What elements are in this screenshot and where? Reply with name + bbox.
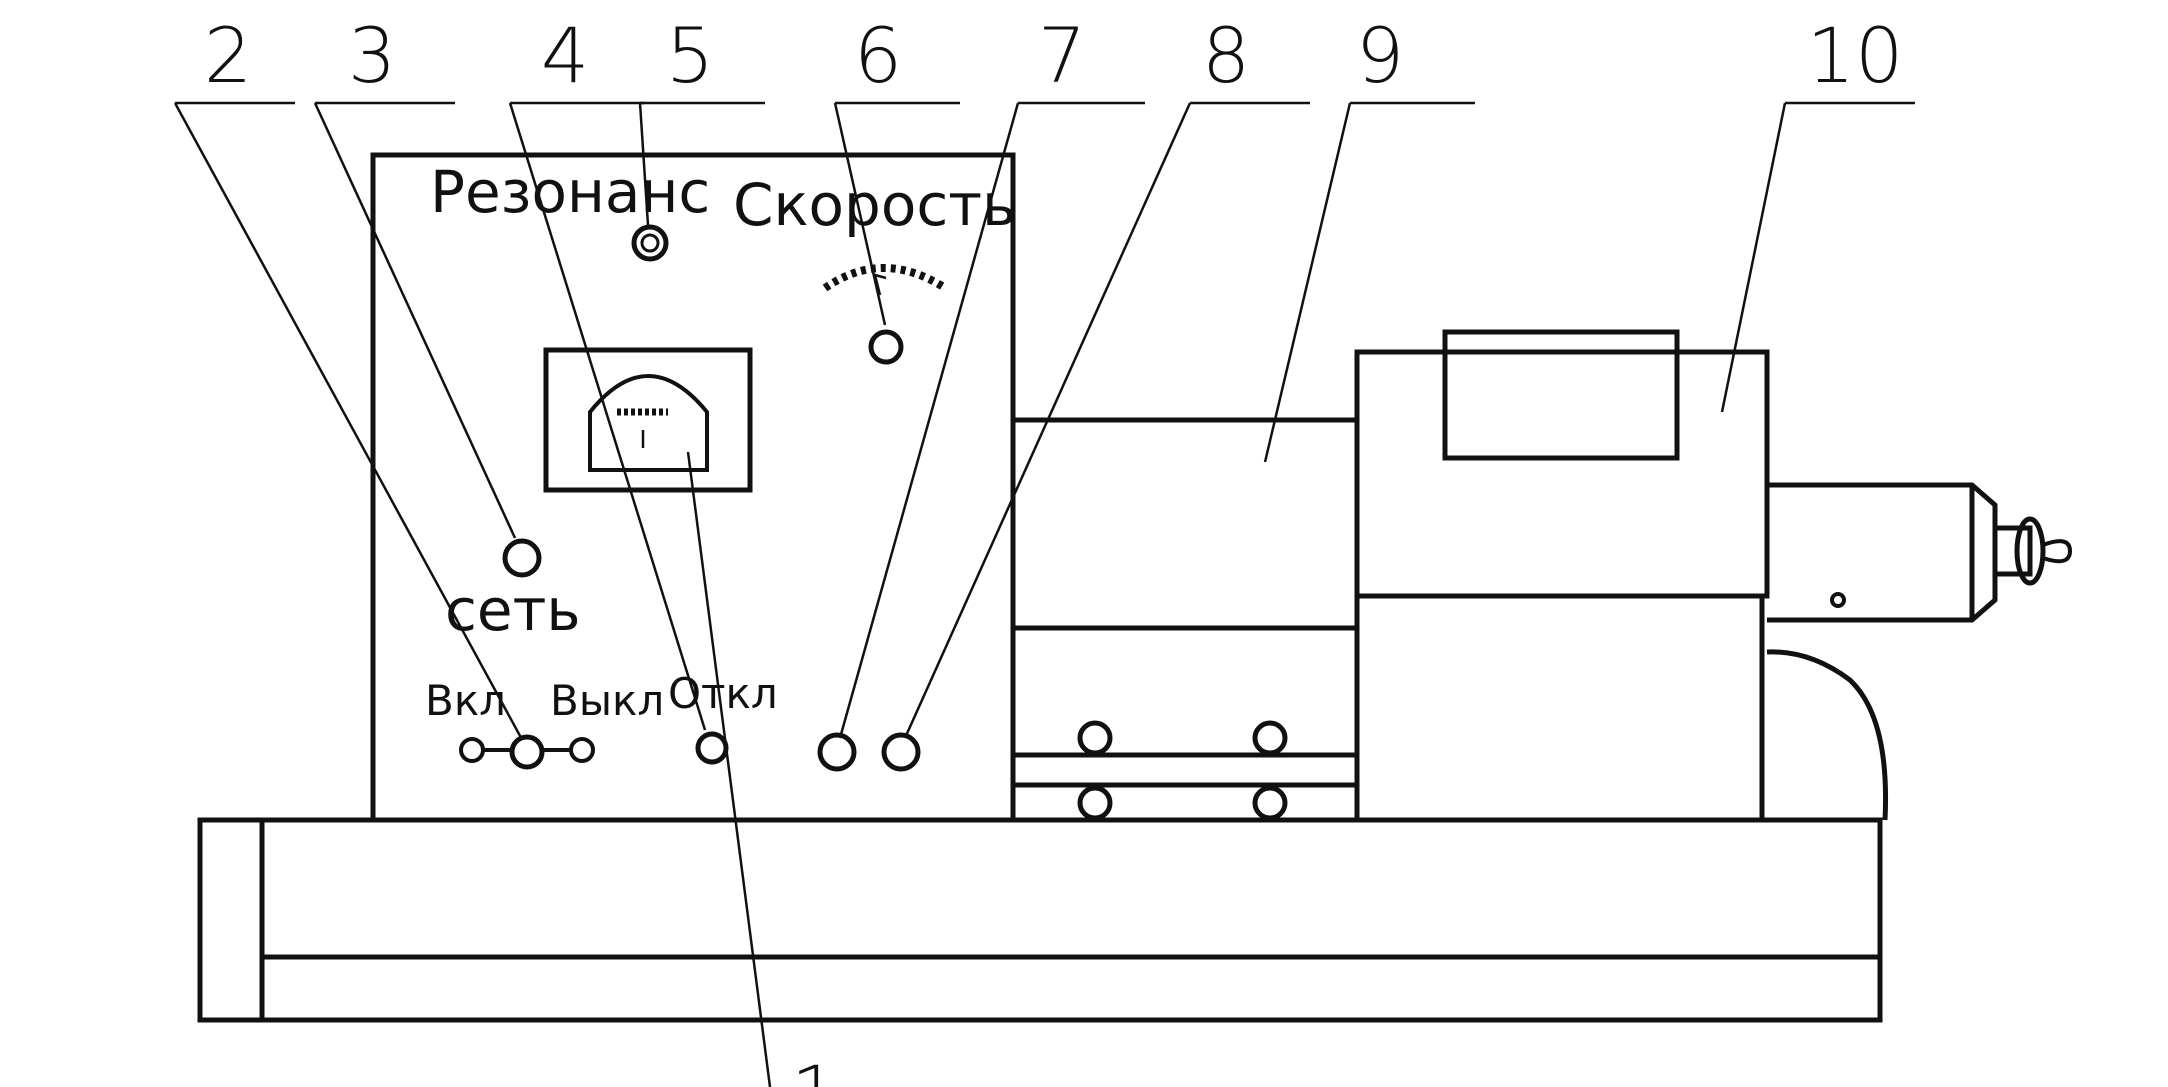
spindle-body — [1767, 482, 1998, 623]
leader-7 — [838, 102, 1020, 739]
speed-label: Скорость — [733, 171, 1016, 239]
power-toggle-switch[interactable] — [459, 734, 595, 770]
base-outline — [197, 817, 1883, 1023]
callout-6: 6 — [854, 11, 902, 100]
meter-frame — [543, 347, 753, 493]
callout-10: 10 — [1807, 11, 1904, 100]
speed-scale — [822, 264, 948, 296]
head-top-box — [1442, 329, 1680, 461]
spindle-tip — [2042, 539, 2073, 564]
leader-6 — [833, 102, 887, 326]
network-label: сеть — [445, 576, 581, 644]
spindle — [1767, 482, 2073, 623]
control-button-8[interactable] — [881, 732, 921, 772]
spindle-collar — [1992, 525, 2033, 577]
callout-7: 7 — [1038, 11, 1086, 100]
callout-9: 9 — [1356, 11, 1404, 100]
callout-2: 2 — [204, 11, 252, 100]
leader-lines — [173, 101, 1915, 1087]
leader-4 — [508, 102, 707, 731]
drive-housing — [1013, 417, 1357, 823]
leader-1 — [686, 451, 772, 1087]
clamp-bolts — [1077, 720, 1288, 821]
resonance-label: Резонанс — [430, 158, 710, 226]
meter-window — [588, 374, 709, 472]
leader-5 — [638, 102, 650, 226]
head-lower-block — [1354, 593, 1765, 823]
callout-1: 1 — [791, 1049, 839, 1087]
callout-8: 8 — [1202, 11, 1250, 100]
on-label: Вкл — [425, 676, 506, 725]
spindle-marker — [1830, 592, 1846, 608]
spindle-nut — [2014, 516, 2046, 586]
callout-4: 4 — [541, 11, 589, 100]
leader-9 — [1263, 102, 1352, 463]
control-panel: Резонанс Скорость сеть Вкл Выкл Откл — [370, 152, 1016, 823]
network-indicator-lamp — [502, 538, 542, 578]
callout-3: 3 — [348, 11, 396, 100]
support-arm — [1766, 649, 1889, 821]
meter-gauge — [543, 347, 753, 493]
off-label: Выкл — [550, 676, 664, 725]
disconnect-button[interactable] — [695, 731, 729, 765]
disconnect-label: Откл — [668, 669, 778, 718]
leader-3 — [313, 102, 517, 539]
control-button-7[interactable] — [817, 732, 857, 772]
callout-5: 5 — [666, 11, 714, 100]
base-rail — [197, 817, 1883, 1023]
resonance-knob[interactable] — [631, 224, 669, 262]
panel-body — [370, 152, 1016, 823]
head-unit — [1354, 329, 1889, 823]
head-upper-block — [1354, 349, 1770, 599]
leader-10 — [1720, 102, 1787, 413]
leader-2 — [173, 102, 527, 746]
callout-numbers: 2 3 4 5 6 7 8 9 10 1 — [204, 11, 1904, 1087]
speed-knob[interactable] — [868, 329, 904, 365]
